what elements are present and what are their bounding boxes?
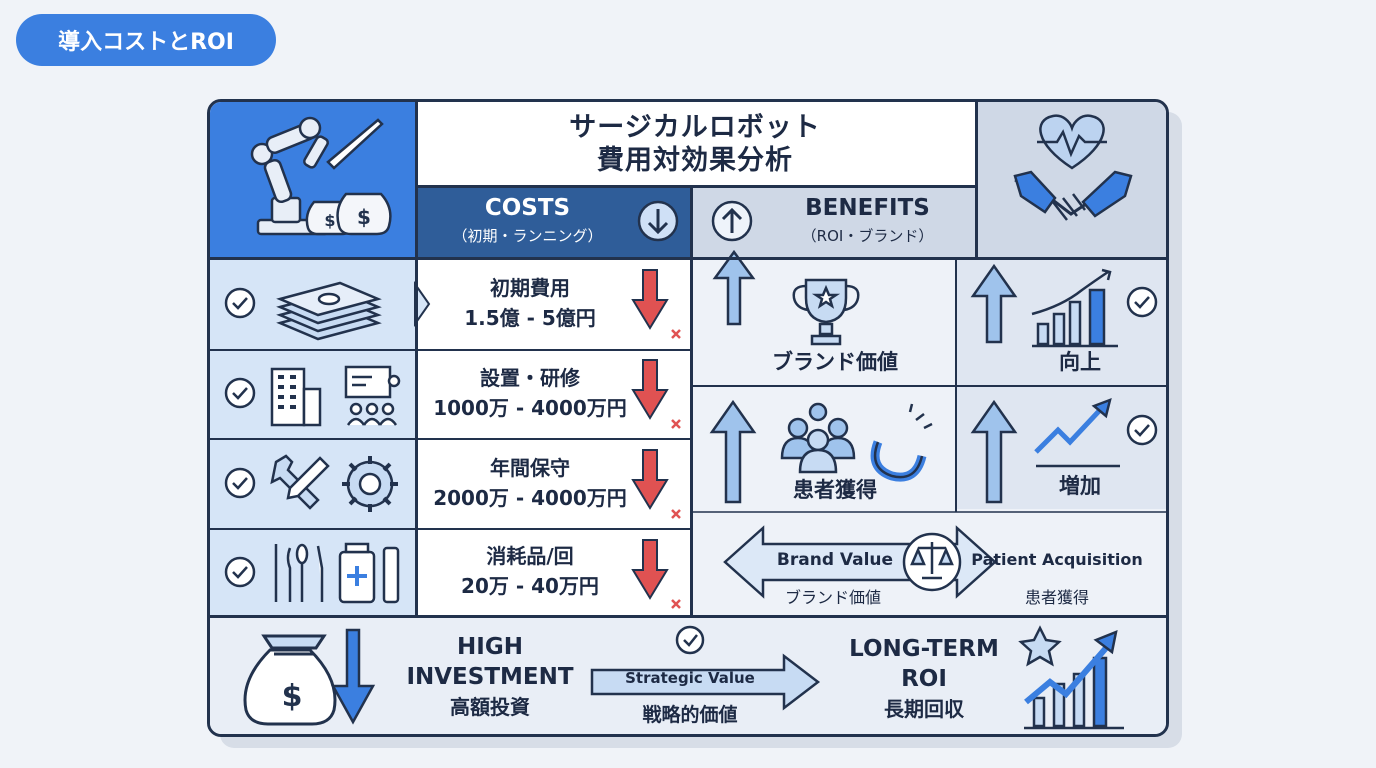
cash-stack-icon [276, 281, 382, 341]
summary-graphics: $ [243, 625, 1124, 730]
check-circle-icon [224, 287, 256, 319]
benefits-label: BENEFITS [805, 195, 930, 221]
balance-left-jp: ブランド価値 [784, 588, 881, 607]
cost-value-3: 20万 - 40万円 [461, 574, 599, 598]
improve-label: 向上 [1059, 350, 1101, 374]
divider [955, 257, 957, 512]
check-circle-icon [224, 377, 256, 409]
infographic-card: $ $ サージカルロボット 費用対効果分析 COSTS （初期・ランニング） [207, 99, 1169, 737]
robot-arm-icon: $ $ [250, 116, 392, 236]
svg-text:$: $ [357, 205, 371, 229]
investment-block: HIGH INVESTMENT 高額投資 [390, 632, 590, 722]
check-circle-icon [1126, 286, 1158, 318]
row-consumables-icons [210, 528, 415, 615]
growth-chart-icon [1024, 629, 1124, 730]
investment-en-2: INVESTMENT [406, 664, 574, 690]
down-arrow-icon [631, 269, 669, 330]
trend-up-icon [1034, 397, 1120, 468]
handshake-icon [1013, 170, 1133, 221]
up-arrow-icon [709, 399, 757, 504]
row-setup-icons [210, 349, 415, 438]
section-tag: 導入コストとROI [16, 14, 276, 66]
investment-jp: 高額投資 [450, 695, 530, 719]
up-arrow-icon [712, 249, 756, 326]
svg-text:$: $ [324, 211, 335, 230]
title-line-1: サージカルロボット [569, 111, 821, 143]
magnet-icon [870, 403, 933, 482]
balance-right-jp: 患者獲得 [1024, 588, 1089, 607]
down-circle-icon [637, 200, 679, 242]
patients-label: 患者獲得 [793, 478, 877, 502]
roi-en-2: ROI [901, 666, 947, 692]
medicine-icon [338, 542, 400, 604]
scale-icon [902, 532, 962, 592]
up-circle-icon [711, 200, 753, 242]
divider [210, 349, 690, 351]
check-circle-icon [224, 467, 256, 499]
partner-panel [975, 102, 1166, 257]
bar-chart-icon [1031, 268, 1118, 348]
trophy-icon [792, 278, 860, 346]
heart-pulse-icon [1037, 114, 1107, 170]
row-initial-icons [210, 257, 415, 349]
surgical-tools-icon [274, 543, 324, 602]
divider [210, 438, 690, 440]
gear-icon [342, 456, 398, 512]
robot-panel: $ $ [210, 102, 415, 257]
costs-header: COSTS （初期・ランニング） [415, 185, 690, 257]
up-arrow-icon [970, 399, 1018, 504]
increase-label: 増加 [1059, 474, 1101, 498]
row-maintenance-icons [210, 438, 415, 528]
cost-name-1: 設置・研修 [480, 366, 580, 390]
balance-left-en: Brand Value [776, 550, 894, 570]
investment-en-1: HIGH [457, 634, 523, 660]
up-arrow-icon [970, 263, 1018, 344]
down-arrow-icon [330, 628, 376, 725]
down-arrow-icon [631, 539, 669, 600]
check-circle-icon [224, 556, 256, 588]
building-icon [270, 367, 322, 427]
svg-text:$: $ [282, 679, 303, 714]
divider [210, 528, 690, 530]
divider [415, 102, 418, 615]
cost-name-0: 初期費用 [490, 276, 570, 300]
benefits-sub: （ROI・ブランド） [801, 227, 934, 245]
roi-block: LONG-TERM ROI 長期回収 [824, 634, 1024, 724]
down-arrow-icon [631, 359, 669, 420]
costs-label: COSTS [484, 195, 571, 221]
training-icon [344, 365, 401, 426]
divider [210, 257, 1166, 260]
costs-sub: （初期・ランニング） [452, 227, 603, 245]
roi-en-1: LONG-TERM [849, 636, 999, 662]
cost-value-0: 1.5億 - 5億円 [464, 306, 596, 330]
cost-down-arrows [414, 269, 681, 609]
cost-value-2: 2000万 - 4000万円 [433, 486, 627, 510]
down-arrow-icon [631, 449, 669, 510]
balance-right-en: Patient Acquisition [971, 550, 1143, 569]
check-circle-icon [1126, 414, 1158, 446]
divider [415, 185, 975, 188]
divider [690, 185, 693, 615]
check-circle-icon [675, 625, 705, 655]
strategic-arrow [590, 653, 821, 711]
cost-name-2: 年間保守 [490, 456, 570, 480]
strategic-jp: 戦略的価値 [642, 704, 738, 726]
divider [975, 102, 978, 257]
cost-name-3: 消耗品/回 [486, 544, 574, 568]
page-title: サージカルロボット 費用対効果分析 [415, 102, 975, 185]
strategic-en: Strategic Value [625, 669, 755, 687]
benefits-header: BENEFITS （ROI・ブランド） [690, 185, 975, 257]
roi-jp: 長期回収 [884, 697, 964, 721]
cost-value-1: 1000万 - 4000万円 [433, 396, 627, 420]
star-icon [1018, 625, 1062, 667]
title-line-2: 費用対効果分析 [597, 144, 793, 176]
people-icon [780, 402, 856, 474]
divider [210, 615, 1166, 618]
wrench-icon [270, 454, 330, 510]
brand-value-label: ブランド価値 [772, 350, 898, 374]
benefits-graphics [690, 249, 1166, 599]
